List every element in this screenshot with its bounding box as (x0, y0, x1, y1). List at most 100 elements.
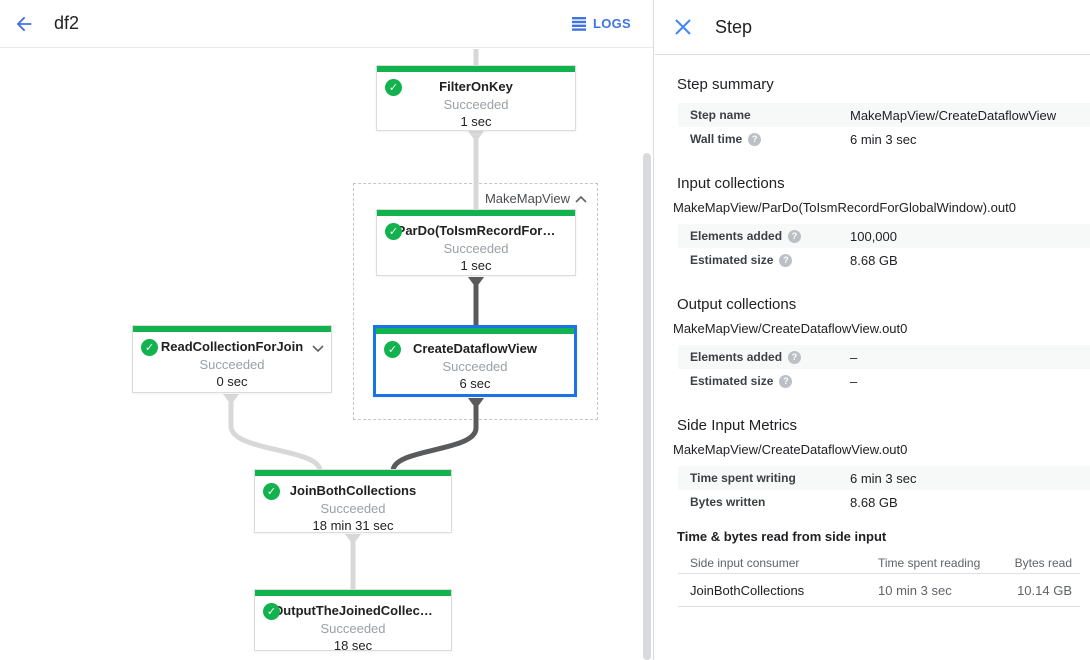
metric-row-wall-time: Wall time ? 6 min 3 sec (678, 127, 1090, 151)
estimated-size-label: Estimated size (690, 374, 774, 388)
group-label: MakeMapView (484, 191, 570, 206)
help-icon[interactable]: ? (748, 132, 762, 146)
node-status: Succeeded (443, 97, 509, 112)
step-summary-heading: Step summary (677, 76, 774, 93)
node-status-bar (376, 328, 574, 334)
time-writing-value: 6 min 3 sec (850, 470, 917, 486)
logs-button-label: LOGS (592, 16, 631, 31)
node-status: Succeeded (320, 501, 386, 516)
consumer-value: JoinBothCollections (690, 582, 805, 598)
estimated-size-value: – (850, 373, 858, 389)
help-icon[interactable]: ? (779, 253, 793, 267)
node-time: 1 sec (460, 258, 492, 273)
close-panel-button[interactable] (663, 7, 703, 47)
input-collection-name: MakeMapView/ParDo(ToIsmRecordForGlobalWi… (673, 200, 1016, 215)
col-side-input-consumer: Side input consumer (690, 555, 800, 570)
node-title: JoinBothCollections (289, 483, 417, 498)
wall-time-value: 6 min 3 sec (850, 131, 917, 147)
back-button[interactable] (4, 4, 44, 44)
output-collections-heading: Output collections (677, 296, 797, 313)
node-status-bar (255, 590, 451, 596)
input-collections-rows: Elements added ? 100,000 Estimated size … (678, 224, 1090, 272)
node-title: CreateDataflowView (412, 341, 538, 356)
elements-added-value: – (850, 349, 858, 365)
bytes-read-value: 10.14 GB (1017, 582, 1072, 598)
panel-header: Step (655, 0, 1090, 55)
metric-row-time-writing: Time spent writing 6 min 3 sec (678, 466, 1090, 490)
logs-button[interactable]: LOGS (571, 16, 631, 31)
success-check-icon: ✓ (385, 79, 402, 96)
bytes-written-value: 8.68 GB (850, 494, 898, 510)
collapse-chevron-up-icon (575, 195, 587, 203)
success-check-icon: ✓ (141, 339, 158, 356)
help-icon[interactable]: ? (788, 350, 802, 364)
node-status: Succeeded (320, 621, 386, 636)
node-readcollectionforjoin[interactable]: ✓ ReadCollectionForJoin Succeeded 0 sec (132, 325, 332, 393)
node-outputthejoinedcollection[interactable]: ✓ OutputTheJoinedCollec… Succeeded 18 se… (254, 589, 452, 653)
expand-chevron-down-icon[interactable] (312, 340, 324, 358)
close-icon (675, 19, 691, 35)
output-collection-name: MakeMapView/CreateDataflowView.out0 (673, 321, 908, 336)
node-time: 1 sec (460, 114, 492, 129)
bytes-written-label: Bytes written (690, 495, 766, 509)
col-time-spent-reading: Time spent reading (878, 555, 981, 570)
job-topbar: df2 LOGS (0, 0, 653, 48)
job-title: df2 (54, 13, 80, 33)
output-collections-rows: Elements added ? – Estimated size ? – (678, 345, 1090, 393)
step-name-value: MakeMapView/CreateDataflowView (850, 107, 1057, 123)
col-bytes-read: Bytes read (1014, 555, 1072, 570)
side-input-collection-name: MakeMapView/CreateDataflowView.out0 (673, 442, 908, 457)
input-collections-heading: Input collections (677, 175, 785, 192)
node-title: OutputTheJoinedCollec… (273, 603, 433, 618)
panel-title: Step (715, 16, 753, 37)
side-input-table: Side input consumer Time spent reading B… (678, 552, 1080, 607)
success-check-icon: ✓ (263, 603, 280, 620)
side-input-metrics-heading: Side Input Metrics (677, 417, 798, 434)
success-check-icon: ✓ (384, 341, 401, 358)
metric-row-bytes-written: Bytes written 8.68 GB (678, 490, 1090, 514)
step-details-panel: Step Step summary Step name MakeMapView/… (655, 0, 1090, 660)
elements-added-value: 100,000 (850, 228, 897, 244)
metric-row-elements-added: Elements added ? 100,000 (678, 224, 1090, 248)
node-status: Succeeded (199, 357, 265, 372)
node-status-bar (133, 326, 331, 332)
vertical-scrollbar[interactable] (643, 153, 651, 660)
arrow-back-icon (16, 16, 32, 31)
side-input-table-header: Side input consumer Time spent reading B… (678, 552, 1080, 574)
node-joinbothcollections[interactable]: ✓ JoinBothCollections Succeeded 18 min 3… (254, 469, 452, 533)
step-summary-rows: Step name MakeMapView/CreateDataflowView… (678, 103, 1090, 151)
success-check-icon: ✓ (263, 483, 280, 500)
node-status-bar (255, 470, 451, 476)
dataflow-graph-canvas[interactable]: MakeMapView ✓ FilterOnKey Succeeded 1 se… (0, 48, 653, 660)
success-check-icon: ✓ (385, 223, 402, 240)
wall-time-label: Wall time (690, 132, 743, 146)
node-title: FilterOnKey (439, 79, 513, 94)
node-time: 6 sec (459, 376, 491, 391)
node-title: ReadCollectionForJoin (160, 339, 304, 354)
panel-body: Step summary Step name MakeMapView/Creat… (655, 55, 1090, 607)
node-status-bar (377, 210, 575, 216)
metric-row-step-name: Step name MakeMapView/CreateDataflowView (678, 103, 1090, 127)
help-icon[interactable]: ? (788, 229, 802, 243)
time-reading-value: 10 min 3 sec (878, 582, 952, 598)
time-writing-label: Time spent writing (690, 471, 796, 485)
node-createdataflowview[interactable]: ✓ CreateDataflowView Succeeded 6 sec (373, 325, 577, 397)
elements-added-label: Elements added (690, 229, 783, 243)
estimated-size-value: 8.68 GB (850, 252, 898, 268)
help-icon[interactable]: ? (779, 374, 793, 388)
metric-row-estimated-size: Estimated size ? – (678, 369, 1090, 393)
logs-list-icon (571, 16, 586, 31)
elements-added-label: Elements added (690, 350, 783, 364)
group-makemapview-header[interactable]: MakeMapView (485, 191, 587, 206)
step-name-label: Step name (690, 108, 751, 122)
side-input-table-heading: Time & bytes read from side input (677, 529, 887, 544)
node-time: 18 sec (333, 638, 373, 653)
node-status: Succeeded (443, 241, 509, 256)
node-time: 18 min 31 sec (312, 518, 394, 533)
metric-row-estimated-size: Estimated size ? 8.68 GB (678, 248, 1090, 272)
node-pardo-toismrecord[interactable]: ✓ ParDo(ToIsmRecordFor… Succeeded 1 sec (376, 209, 576, 276)
estimated-size-label: Estimated size (690, 253, 774, 267)
side-input-metrics-rows: Time spent writing 6 min 3 sec Bytes wri… (678, 466, 1090, 514)
node-status: Succeeded (442, 359, 508, 374)
node-filteronkey[interactable]: ✓ FilterOnKey Succeeded 1 sec (376, 65, 576, 131)
